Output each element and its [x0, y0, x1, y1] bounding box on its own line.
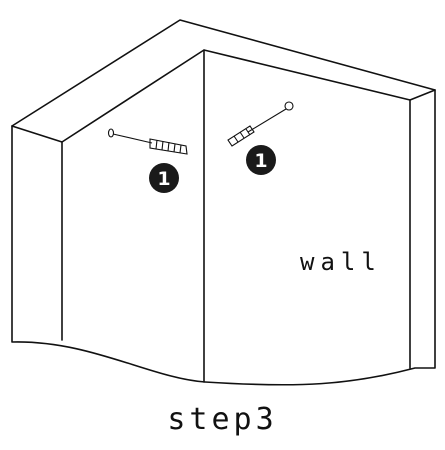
callout-number: 1	[157, 168, 170, 190]
left-guide-line	[112, 133, 153, 144]
right-wall-plug-icon	[227, 125, 255, 147]
right-drill-hole-icon	[284, 101, 294, 111]
callout-number: 1	[254, 150, 267, 172]
right-plug-rib	[233, 135, 239, 143]
left-anchor-assembly	[107, 128, 188, 155]
left-wall-plug-icon	[149, 138, 188, 155]
left-drill-hole-icon	[107, 128, 115, 138]
left-plug-rib	[167, 141, 170, 152]
right-plug-rib	[239, 131, 245, 139]
wall-label: wall	[300, 248, 382, 276]
right-plug-rib	[245, 128, 251, 136]
step-label: step3	[167, 402, 278, 437]
left-plug-rib	[161, 140, 164, 151]
callout-badge-left: 1	[149, 163, 179, 193]
right-guide-line	[247, 108, 287, 133]
wall-corner-outline	[11, 19, 436, 386]
left-plug-rib	[173, 143, 176, 153]
left-plug-rib	[155, 139, 158, 150]
callout-badge-circle	[246, 145, 276, 175]
left-plug-rib	[179, 144, 182, 154]
wall-top-edge	[11, 49, 436, 143]
callout-badge-right: 1	[246, 145, 276, 175]
right-anchor-assembly	[227, 101, 294, 147]
callout-badge-circle	[149, 163, 179, 193]
